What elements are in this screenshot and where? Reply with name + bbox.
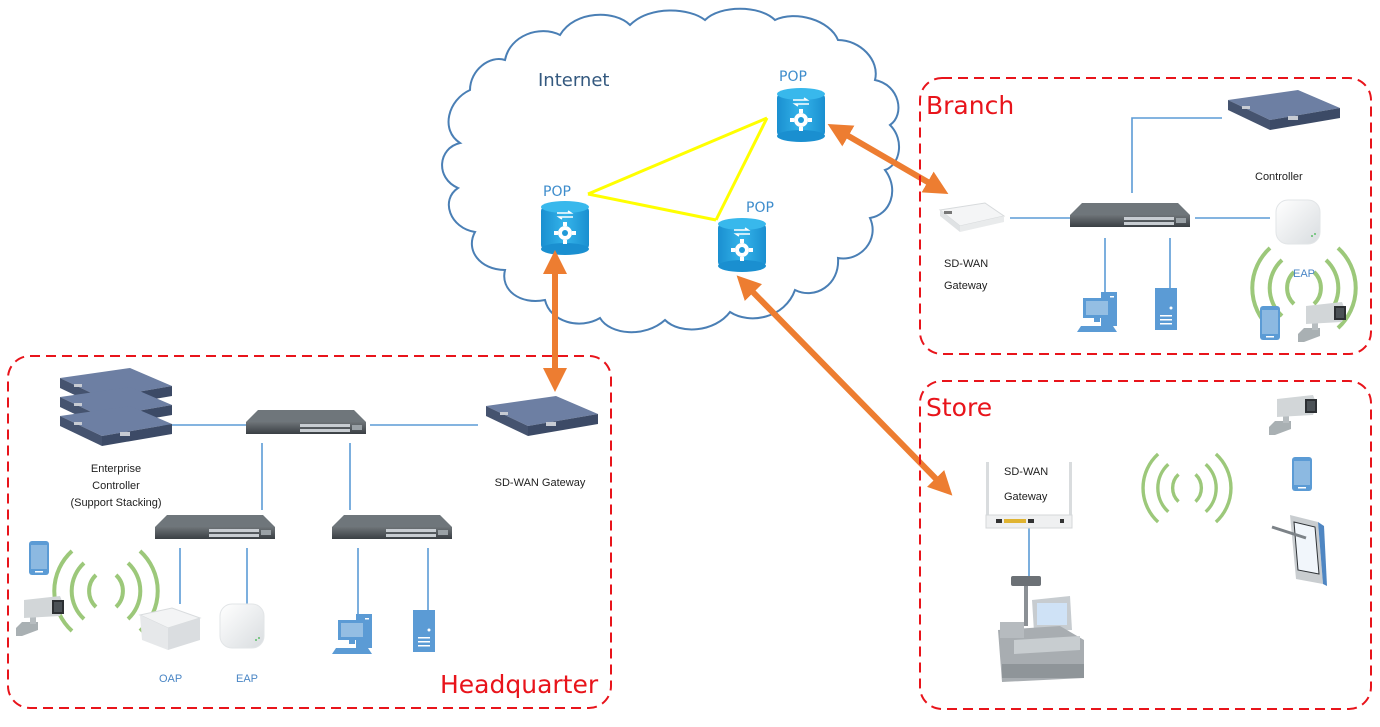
branch-core-switch xyxy=(1070,203,1190,227)
branch-sdwan-gateway: SD-WAN Gateway xyxy=(938,202,1006,292)
hq-phone-icon xyxy=(29,541,49,575)
branch-camera-icon xyxy=(1298,302,1346,342)
pop-mesh xyxy=(587,116,769,222)
wan-links xyxy=(543,123,953,496)
store-pos-terminal-icon xyxy=(998,576,1084,682)
eap-label: EAP xyxy=(236,673,258,685)
hq-oap: OAP xyxy=(138,607,202,685)
gateway-label-line1: SD-WAN xyxy=(944,258,988,270)
store-camera-icon xyxy=(1269,395,1317,435)
pop-node-1: POP xyxy=(540,184,590,256)
pop-label: POP xyxy=(543,184,571,200)
internet-cloud: Internet xyxy=(441,7,900,334)
hq-sdwan-gateway: SD-WAN Gateway xyxy=(486,396,598,489)
zone-title-branch: Branch xyxy=(926,91,1014,120)
zone-title-headquarter: Headquarter xyxy=(440,670,599,699)
controller-label-line2: Controller xyxy=(92,480,140,492)
pop-node-2: POP xyxy=(776,69,826,143)
hq-server-icon xyxy=(413,610,435,652)
zone-title-store: Store xyxy=(926,393,992,422)
gateway-label-line2: Gateway xyxy=(1004,491,1048,503)
gateway-label-line2: Gateway xyxy=(944,280,988,292)
branch-lan-links xyxy=(1010,117,1270,298)
pop-icon xyxy=(717,217,767,273)
pop-label: POP xyxy=(746,200,774,216)
pop-icon xyxy=(540,200,590,256)
zone-branch: Branch SD-WAN Gateway Controller xyxy=(919,77,1372,355)
branch-controller: Controller xyxy=(1228,90,1340,183)
branch-eap: EAP xyxy=(1250,199,1358,330)
eap-icon xyxy=(1275,199,1321,245)
store-sdwan-gateway: SD-WAN Gateway xyxy=(985,462,1073,529)
gateway-label-line1: SD-WAN xyxy=(1004,466,1048,478)
zone-store: Store SD-WAN Gateway xyxy=(919,380,1372,710)
gateway-label: SD-WAN Gateway xyxy=(495,477,586,489)
store-tablet-icon xyxy=(1271,515,1327,586)
pop-node-3: POP xyxy=(717,200,774,273)
store-wifi-icon xyxy=(1141,452,1233,524)
hq-access-switch-1 xyxy=(155,515,275,539)
eap-icon xyxy=(219,603,265,649)
hq-camera-icon xyxy=(16,596,64,636)
store-phone-icon xyxy=(1292,457,1312,491)
hq-access-switch-2 xyxy=(332,515,452,539)
wan-arrow-store xyxy=(736,275,953,496)
eap-label: EAP xyxy=(1293,268,1315,280)
hq-eap: EAP xyxy=(219,603,265,685)
controller-label: Controller xyxy=(1255,171,1303,183)
hq-pc-icon xyxy=(332,614,372,654)
pop-icon xyxy=(776,87,826,143)
hq-enterprise-controller: Enterprise Controller (Support Stacking) xyxy=(60,368,172,509)
pop-label: POP xyxy=(779,69,807,85)
controller-label-line1: Enterprise xyxy=(91,463,141,475)
branch-phone-icon xyxy=(1260,306,1280,340)
controller-label-line3: (Support Stacking) xyxy=(70,497,161,509)
oap-label: OAP xyxy=(159,673,182,685)
hq-core-switch xyxy=(246,410,366,434)
internet-label: Internet xyxy=(538,70,609,91)
zone-headquarter: Headquarter Enterprise Controller (Suppo… xyxy=(7,355,612,709)
branch-server-icon xyxy=(1155,288,1177,330)
branch-pc-icon xyxy=(1077,292,1117,332)
wan-arrow-branch xyxy=(827,123,949,195)
